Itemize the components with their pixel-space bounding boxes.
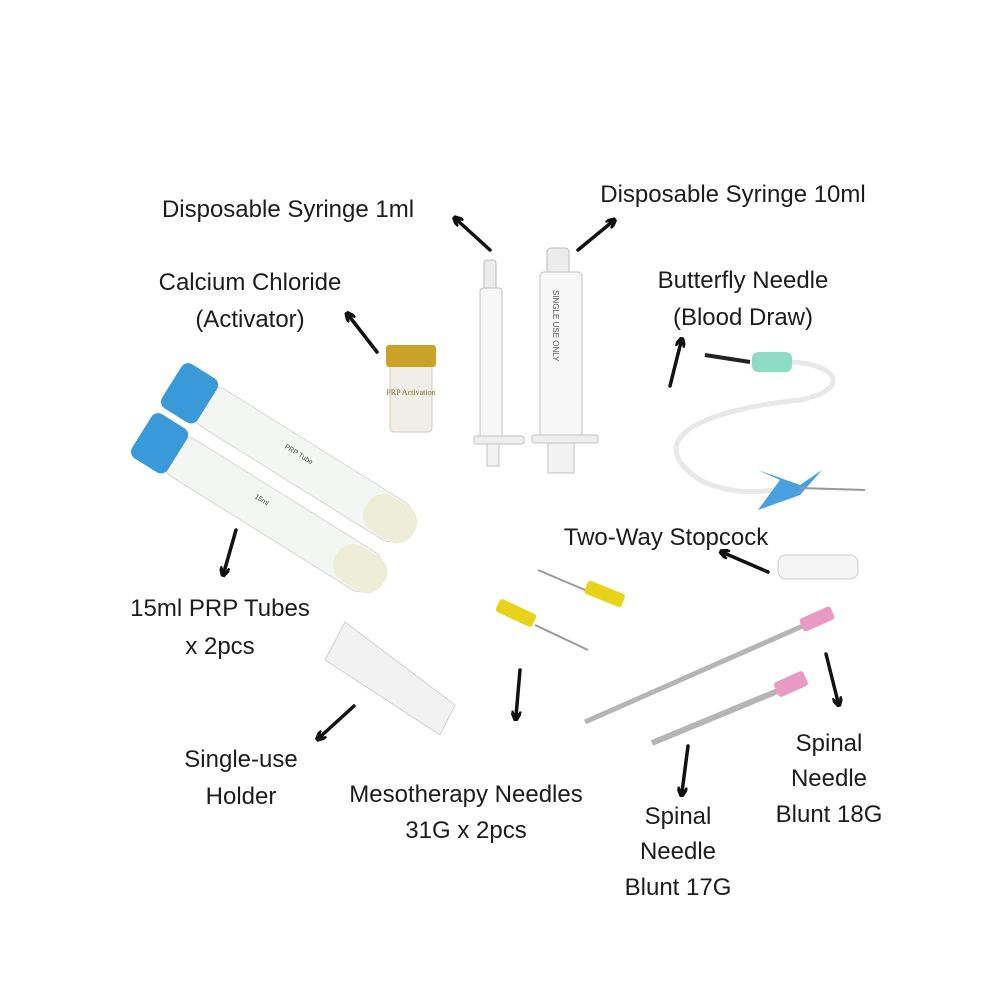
prp-tube: 15ml bbox=[130, 413, 388, 594]
arrow-calcium-chloride bbox=[349, 316, 379, 354]
spinal-needle-17g bbox=[650, 671, 808, 746]
label-holder-line1: Single-use bbox=[184, 746, 297, 773]
label-syringe-10ml: Disposable Syringe 10ml bbox=[600, 181, 865, 208]
syringe-10ml: SINGLE USE ONLY bbox=[531, 247, 599, 474]
arrow-spinal-18g bbox=[824, 652, 838, 702]
label-meso-line1: Mesotherapy Needles bbox=[349, 781, 582, 808]
arrow-syringe-10ml bbox=[576, 222, 612, 252]
arrow-syringe-1ml bbox=[457, 220, 492, 252]
label-spinal18-line3: Blunt 18G bbox=[776, 801, 883, 828]
label-syringe-1ml: Disposable Syringe 1ml bbox=[162, 196, 414, 223]
label-meso-line2: 31G x 2pcs bbox=[405, 817, 526, 844]
arrow-stopcock bbox=[724, 553, 770, 574]
label-spinal17-line2: Needle bbox=[640, 838, 716, 865]
spinal-needle-18g bbox=[583, 606, 835, 725]
prp-tube: PRP Tube bbox=[160, 363, 418, 544]
mesotherapy-needle bbox=[537, 569, 625, 607]
arrow-mesotherapy bbox=[516, 668, 522, 716]
label-spinal17-line3: Blunt 17G bbox=[625, 874, 732, 901]
arrow-spinal-17g bbox=[682, 744, 690, 792]
arrow-butterfly-needle bbox=[668, 342, 681, 388]
syringe-1ml bbox=[473, 259, 525, 467]
label-spinal17-line1: Spinal bbox=[645, 803, 712, 830]
arrow-prp-tubes bbox=[224, 528, 238, 572]
tube-cap bbox=[130, 413, 189, 474]
vial-label-text: PRP Activation bbox=[386, 388, 435, 397]
label-calcium-line1: Calcium Chloride bbox=[159, 269, 342, 296]
label-tubes-line1: 15ml PRP Tubes bbox=[130, 595, 310, 622]
label-spinal18-line1: Spinal bbox=[796, 730, 863, 757]
syringe-print-text: SINGLE USE ONLY bbox=[551, 290, 560, 362]
label-holder-line2: Holder bbox=[206, 783, 277, 810]
single-use-holder bbox=[324, 621, 456, 736]
butterfly-needle bbox=[673, 352, 866, 510]
label-stopcock: Two-Way Stopcock bbox=[564, 524, 770, 551]
label-tubes-line2: x 2pcs bbox=[185, 633, 254, 660]
tube-cap bbox=[160, 363, 219, 424]
label-butterfly-line2: (Blood Draw) bbox=[673, 304, 813, 331]
arrow-holder bbox=[320, 704, 356, 737]
two-way-stopcock bbox=[777, 554, 859, 580]
label-calcium-line2: (Activator) bbox=[195, 306, 304, 333]
calcium-chloride-vial: PRP Activation bbox=[386, 345, 436, 433]
label-spinal18-line2: Needle bbox=[791, 765, 867, 792]
label-butterfly-line1: Butterfly Needle bbox=[658, 267, 829, 294]
mesotherapy-needle bbox=[495, 599, 589, 651]
